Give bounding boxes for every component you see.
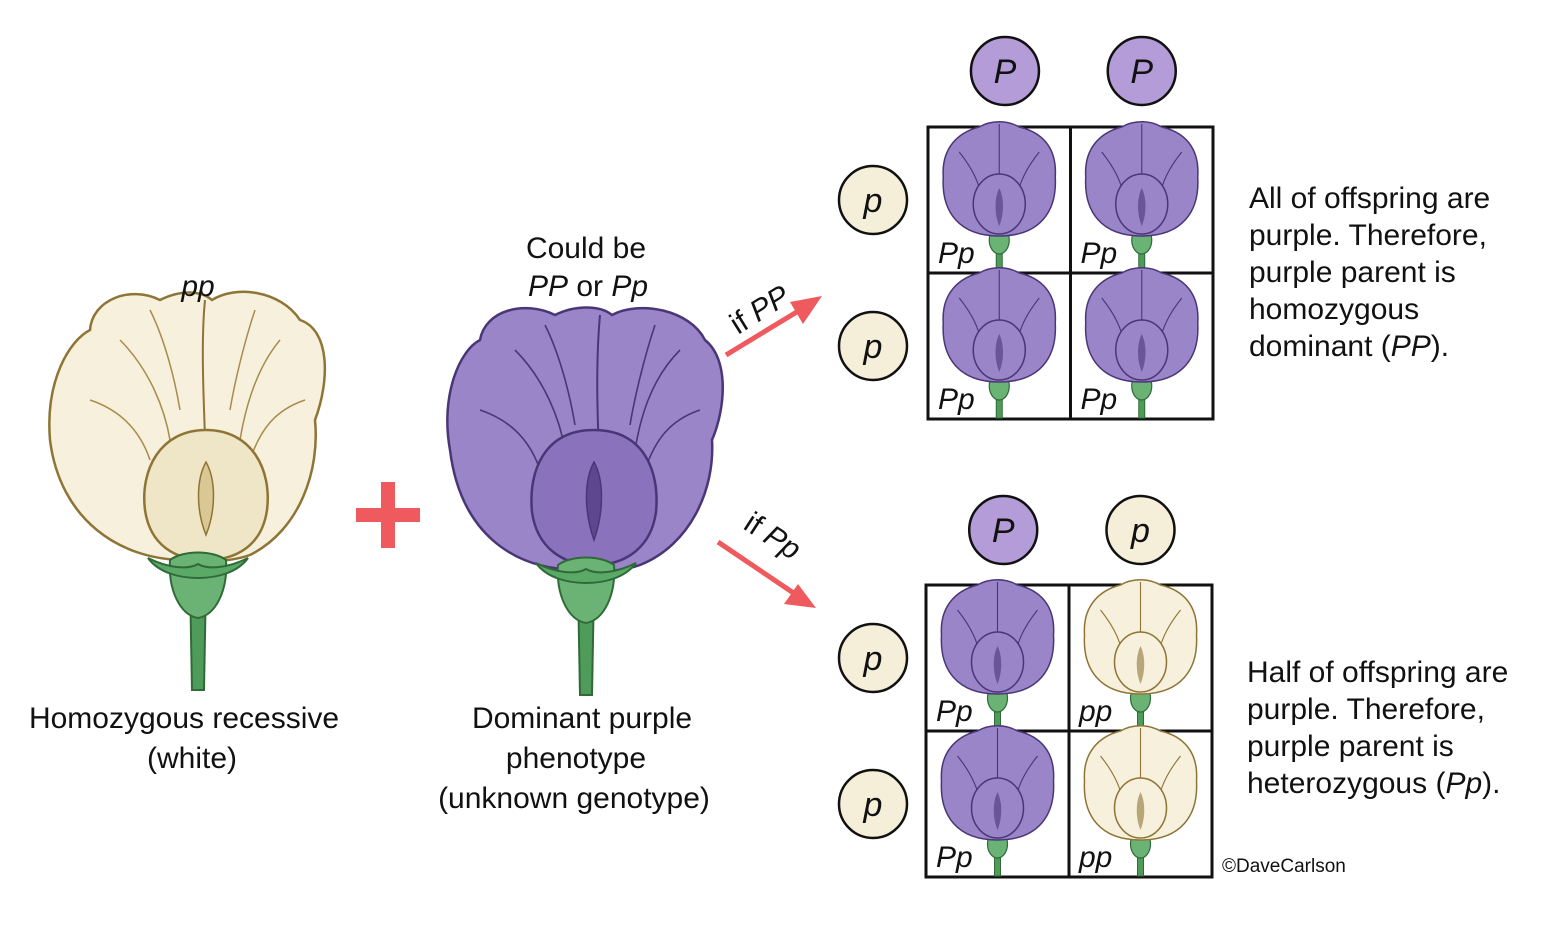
purple-heading-line2: PP or Pp [528,270,648,303]
cell-genotype-label: Pp [1081,383,1118,416]
result-text-bottom: Half of offspring are purple. Therefore,… [1247,656,1508,800]
purple-offspring-flower [1084,267,1199,419]
row-allele-1: p [837,164,909,236]
punnett-cell: Pp [938,267,1057,419]
cell-genotype-label: Pp [1081,237,1118,270]
cell-genotype-label: Pp [936,695,973,728]
result-top-line5: dominant (PP). [1249,330,1449,363]
col-allele-1: P [969,35,1041,107]
white-parent-flower [48,290,327,691]
result-bottom-line4b: Pp [1445,767,1482,800]
row-allele-1-letter: p [863,182,883,220]
purple-caption-line1: Dominant purple [472,702,692,735]
punnett-cell: Pp [936,579,1055,731]
col-allele-1-letter: P [994,53,1017,91]
purple-heading-or: or [568,270,611,303]
purple-heading-line1: Could be [526,232,646,265]
purple-offspring-flower [942,267,1057,419]
result-bottom-line4: heterozygous (Pp). [1247,767,1500,800]
white-caption-line2: (white) [147,742,237,775]
cell-genotype-label: pp [1078,695,1112,728]
purple-parent-flower [446,306,724,696]
result-bottom-line3: purple parent is [1247,730,1454,763]
col-allele-2-letter: P [1130,53,1153,91]
punnett-cell: Pp [1081,121,1199,273]
row-allele-1-letter: p [863,640,883,678]
white-caption-line1: Homozygous recessive [29,702,339,735]
cell-genotype-label: Pp [936,841,973,874]
purple-caption-line3: (unknown genotype) [438,782,710,815]
white-offspring-flower [1083,725,1198,877]
result-top-line1: All of offspring are [1249,182,1490,215]
arrow-bottom-label: if Pp [738,506,806,566]
result-top-line5c: ). [1431,330,1449,363]
result-top-line2: purple. Therefore, [1249,219,1487,252]
result-bottom-line2: purple. Therefore, [1247,693,1485,726]
purple-offspring-flower [940,725,1055,877]
purple-offspring-flower [942,121,1057,273]
col-allele-1-letter: P [992,512,1015,550]
result-bottom-line4c: ). [1482,767,1500,800]
result-top-line5b: PP [1391,330,1431,363]
row-allele-2-letter: p [863,328,883,366]
col-allele-2-letter: p [1130,512,1150,550]
white-genotype-label: pp [180,270,214,303]
result-bottom-line4a: heterozygous ( [1247,767,1445,800]
row-allele-1: p [837,622,909,694]
result-text-top: All of offspring are purple. Therefore, … [1249,182,1490,363]
result-top-line3: purple parent is [1249,256,1456,289]
result-top-line5a: dominant ( [1249,330,1391,363]
cell-genotype-label: Pp [938,383,975,416]
purple-offspring-flower [1084,121,1199,273]
row-allele-2-letter: p [863,786,883,824]
punnett-cell: pp [1078,725,1198,877]
result-bottom-line1: Half of offspring are [1247,656,1508,689]
col-allele-1: P [967,494,1039,566]
row-allele-2: p [837,768,909,840]
credit-text: ©DaveCarlson [1222,856,1346,877]
col-allele-2: P [1106,35,1177,107]
purple-offspring-flower [940,579,1055,731]
punnett-cell: Pp [938,121,1057,273]
arrow-if-pp: if PP [724,279,822,358]
cell-genotype-label: Pp [938,237,975,270]
purple-heading-pp: PP [528,270,568,303]
punnett-cell: Pp [1081,267,1199,419]
arrow-if-pp-hetero: if Pp [716,506,816,608]
punnett-cell: Pp [936,725,1055,877]
purple-caption-line2: phenotype [506,742,646,775]
col-allele-2: p [1105,494,1176,566]
plus-sign [356,482,420,548]
row-allele-2: p [837,310,909,382]
purple-heading-pp2: Pp [611,270,648,303]
punnett-cell: pp [1078,579,1198,731]
cell-genotype-label: pp [1078,841,1112,874]
white-offspring-flower [1083,579,1198,731]
result-top-line4: homozygous [1249,293,1419,326]
